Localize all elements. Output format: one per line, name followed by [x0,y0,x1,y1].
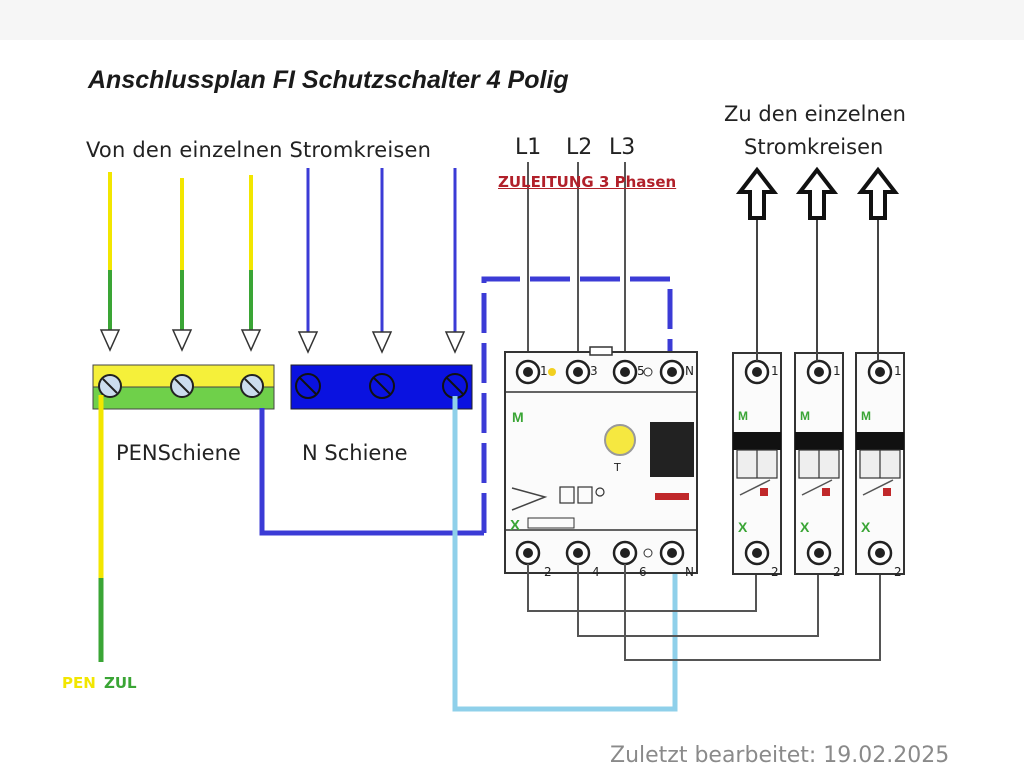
mcb-devices: M X M X M X [732,352,905,575]
svg-text:M: M [800,409,810,423]
rcd-device: M X [504,346,698,574]
top-band [0,0,1024,40]
incoming-circuits-label: Von den einzelnen Stromkreisen [86,138,432,162]
n-incoming-wires [297,168,466,354]
test-button-icon [604,424,636,456]
phase-supply-wires [527,162,626,370]
outgoing-circuits-label-line1: Zu den einzelnen [724,102,906,126]
pen-bar [92,364,275,410]
rcd-terminal-n-out: N [685,565,694,579]
svg-text:X: X [800,519,810,535]
pen-lead-label: PEN [62,674,96,692]
rcd-terminal-6: 6 [639,565,647,579]
hollow-arrow-up-icon [735,166,900,220]
mcb2-terminal-bottom: 2 [833,565,841,579]
mcb3-terminal-bottom: 2 [894,565,902,579]
terminal-screw-icon [98,374,264,398]
rcd-test-label: T [614,461,621,474]
phase-l1-label: L1 [515,135,542,160]
neutral-return-wire [452,396,678,712]
rcd-terminal-1: 1 [540,364,548,378]
svg-text:X: X [510,517,520,534]
rcd-terminal-5: 5 [637,364,645,378]
diagram-title: Anschlussplan FI Schutzschalter 4 Polig [88,66,569,94]
n-bar [290,364,473,410]
pen-bar-label: PENSchiene [116,441,241,465]
neutral-bridge-wire [259,276,673,536]
svg-text:M: M [861,409,871,423]
outgoing-circuits-label-line2: Stromkreisen [744,135,884,159]
phase-l3-label: L3 [609,135,636,160]
phase-l2-label: L2 [566,135,593,160]
zul-lead-label: ZUL [104,674,137,692]
svg-text:M: M [512,409,524,425]
rcd-terminal-4: 4 [592,565,600,579]
mcb1-terminal-bottom: 2 [771,565,779,579]
last-edited-timestamp: Zuletzt bearbeitet: 19.02.2025 [610,743,950,768]
rcd-to-mcb-wires [527,564,881,661]
supply-3-phase-label: ZULEITUNG 3 Phasen [498,173,677,191]
rcd-terminal-3: 3 [590,364,598,378]
rcd-bottom-terminals [515,540,685,566]
n-bar-label: N Schiene [302,441,408,465]
rcd-top-terminals [515,359,685,385]
rcd-terminal-n-in: N [685,364,694,378]
outgoing-circuit-wires [756,215,879,361]
svg-text:X: X [861,519,871,535]
mcb1-terminal-top: 1 [771,364,779,378]
mcb3-terminal-top: 1 [894,364,902,378]
pe-incoming-wires [99,172,262,352]
svg-text:M: M [738,409,748,423]
rcd-terminal-2: 2 [544,565,552,579]
svg-text:X: X [738,519,748,535]
mcb2-terminal-top: 1 [833,364,841,378]
